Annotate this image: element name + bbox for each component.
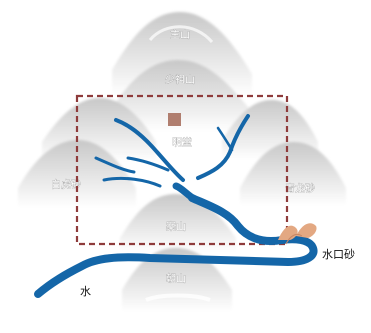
- mingtang-boundary: [75, 94, 289, 246]
- label-water: 水: [80, 285, 91, 298]
- mountain-label-mingtang: 明堂: [172, 137, 192, 149]
- mountain-label-chaoshan: 朝山: [166, 273, 186, 285]
- river-system: [34, 114, 318, 298]
- mountain-label-qinglong: 青龙砂: [285, 182, 315, 195]
- water-mouth-sand: [278, 223, 317, 245]
- mountain-label-baihu: 白虎砂: [51, 178, 81, 191]
- mountain-label-anshan: 案山: [166, 220, 186, 233]
- mingtang-marker: [168, 113, 181, 126]
- mountain-label-zhushan: 主山: [170, 29, 190, 41]
- mountain-label-shaozushan: 少祖山: [165, 73, 195, 86]
- mountain-anshan: 案山: [120, 194, 236, 252]
- mountain-qinglong: 青龙砂: [240, 142, 346, 206]
- mountain-chaoshan: 朝山: [122, 248, 232, 312]
- mountain-baihu: 白虎砂: [18, 140, 136, 208]
- label-water-mouth: 水口砂: [322, 248, 355, 261]
